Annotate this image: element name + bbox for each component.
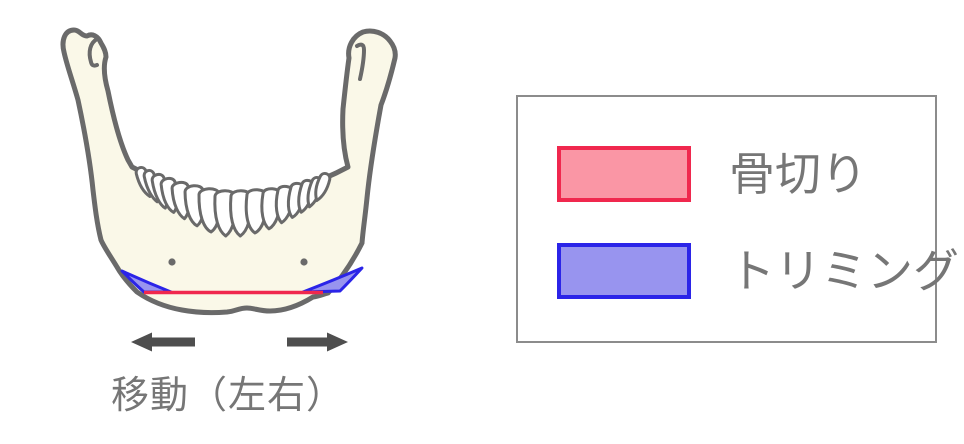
move-right-arrow-icon xyxy=(287,332,348,352)
mandible-illustration xyxy=(60,27,398,352)
legend-item-trimming: トリミング xyxy=(557,243,959,299)
move-left-arrow-icon xyxy=(131,332,195,352)
teeth xyxy=(134,165,332,238)
right-condyle-hook-line xyxy=(355,42,367,81)
osteotomy-color-swatch xyxy=(557,146,691,202)
trimming-color-swatch xyxy=(557,243,691,299)
mandible-outline xyxy=(60,27,398,316)
legend-item-osteotomy: 骨切り xyxy=(557,146,867,202)
tooth xyxy=(314,171,332,203)
legend-box: 骨切り トリミング xyxy=(516,95,959,343)
mental-foramen-dot-right xyxy=(300,258,308,266)
legend-label-trimming: トリミング xyxy=(729,245,959,297)
mental-foramen-dot-left xyxy=(168,258,176,266)
movement-direction-label: 移動（左右） xyxy=(110,375,345,417)
legend-label-osteotomy: 骨切り xyxy=(729,148,867,200)
left-condyle-hook-line xyxy=(87,37,99,68)
